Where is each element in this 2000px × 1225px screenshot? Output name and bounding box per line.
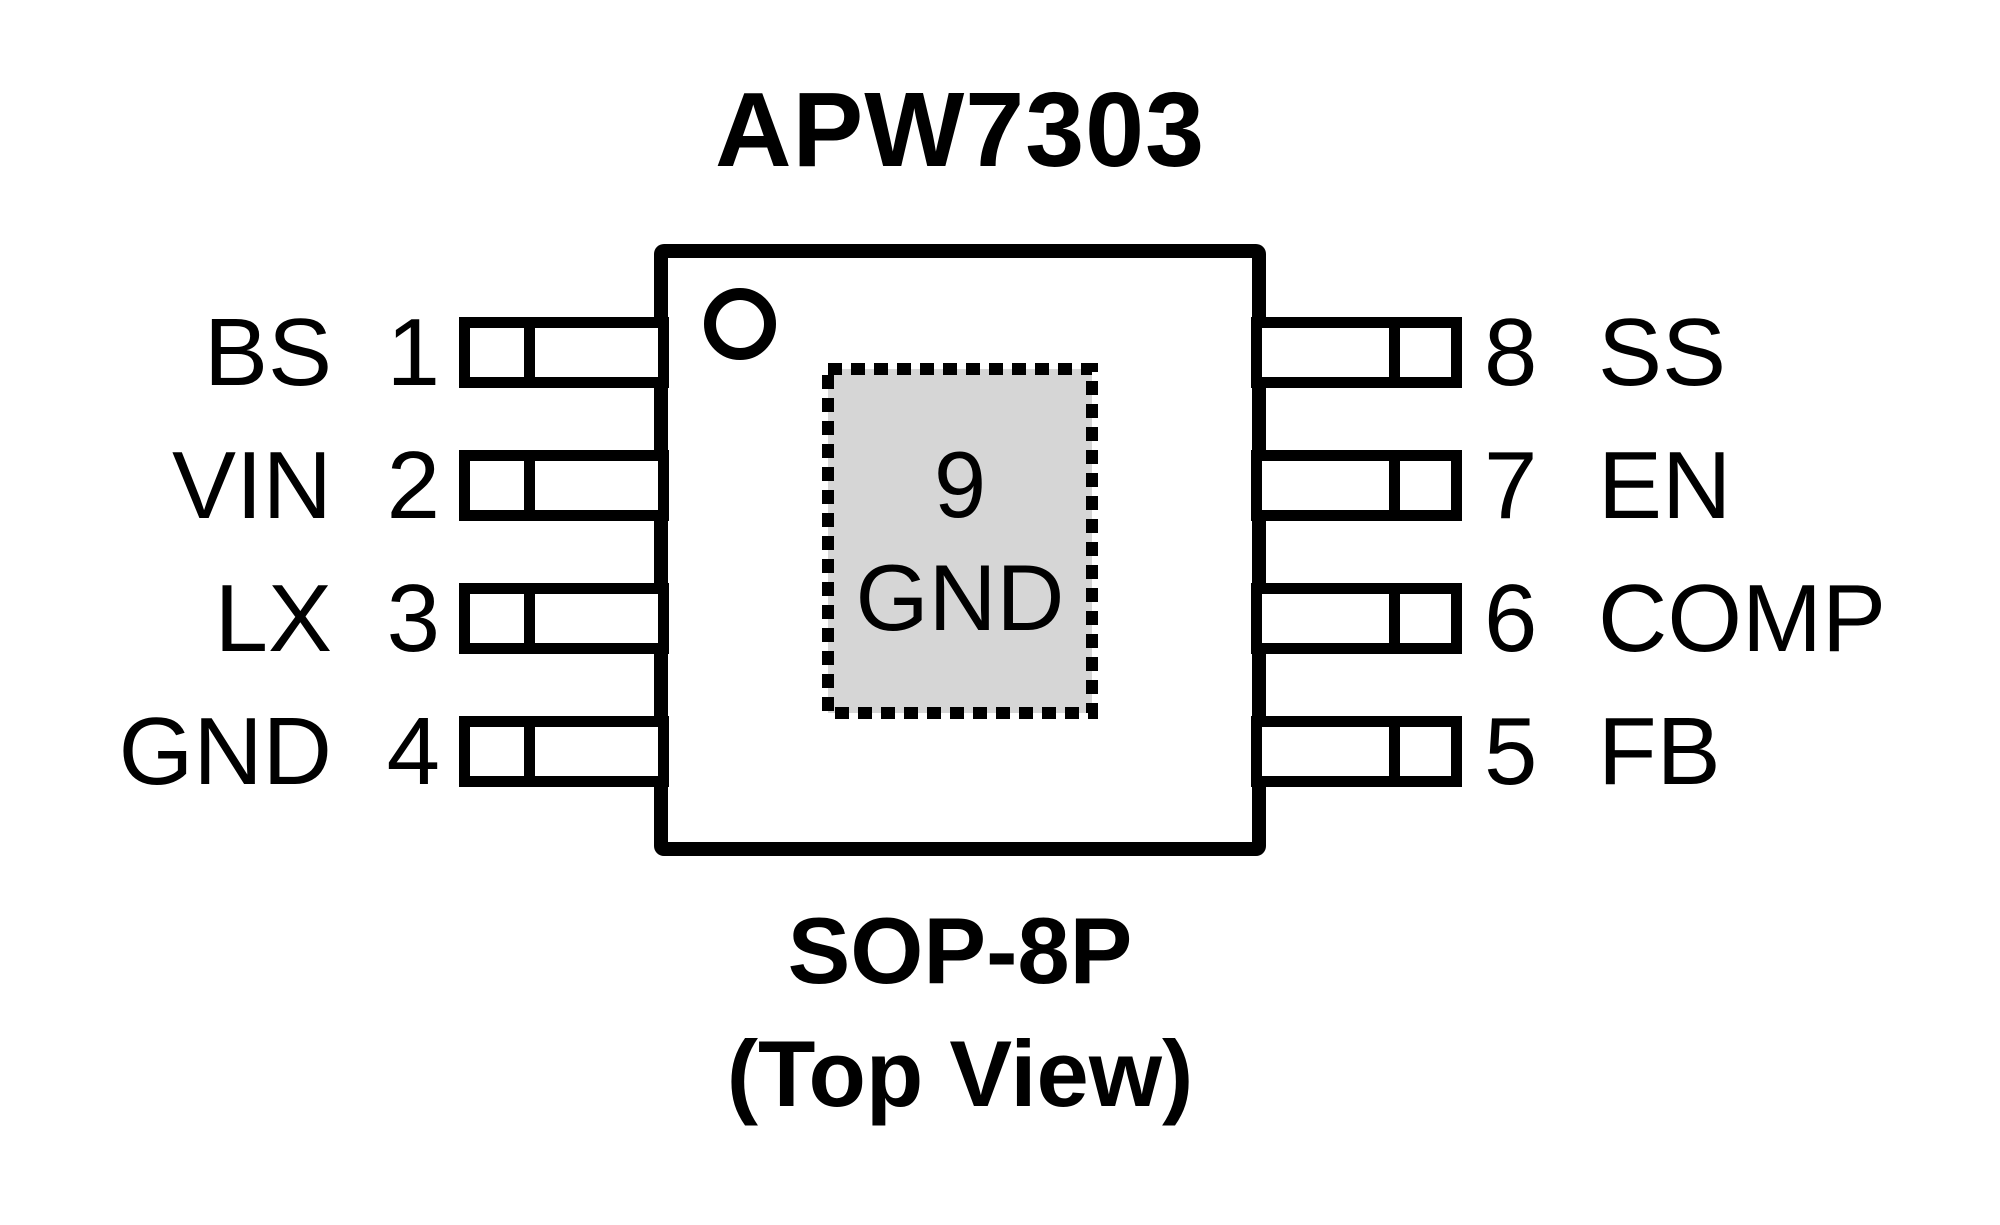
pin-4-number: 4 <box>386 697 440 805</box>
pin-7 <box>1251 450 1462 521</box>
pin-6-number: 6 <box>1484 564 1538 672</box>
pin-6-divider <box>1389 594 1400 643</box>
pin-2-number: 2 <box>386 431 440 539</box>
pin-3 <box>459 583 669 654</box>
package-name: SOP-8P <box>787 898 1133 1003</box>
pin-1-marker-icon <box>704 288 776 360</box>
pin-7-number: 7 <box>1484 431 1538 539</box>
pin-7-label: EN <box>1598 431 1732 539</box>
pin-8-divider <box>1389 328 1400 377</box>
pin-8-number: 8 <box>1484 298 1538 406</box>
thermal-pad-text: 9 GND <box>822 363 1098 719</box>
pin-8 <box>1251 317 1462 388</box>
package-view: (Top View) <box>726 1021 1194 1126</box>
pin-8-label: SS <box>1598 298 1727 406</box>
pin-2 <box>459 450 669 521</box>
thermal-pad <box>822 363 1098 719</box>
pin-5-divider <box>1389 727 1400 776</box>
pin-7-divider <box>1389 461 1400 510</box>
page-title: APW7303 <box>714 71 1206 189</box>
pin-1-divider <box>524 328 535 377</box>
pin-5-number: 5 <box>1484 697 1538 805</box>
pin-4-divider <box>524 727 535 776</box>
pin-3-number: 3 <box>386 564 440 672</box>
pin-1 <box>459 317 669 388</box>
pin-6-label: COMP <box>1598 564 1886 672</box>
pin-4-label: GND <box>118 697 332 805</box>
thermal-pad-number: 9 <box>933 432 987 537</box>
pin-2-label: VIN <box>171 431 332 539</box>
pin-5 <box>1251 716 1462 787</box>
thermal-pad-outline <box>822 363 1098 719</box>
thermal-pad-label: GND <box>855 545 1065 650</box>
pin-1-label: BS <box>203 298 332 406</box>
pin-1-number: 1 <box>386 298 440 406</box>
pin-2-divider <box>524 461 535 510</box>
pin-5-label: FB <box>1598 697 1721 805</box>
pin-4 <box>459 716 669 787</box>
pin-3-label: LX <box>214 564 332 672</box>
pin-3-divider <box>524 594 535 643</box>
pin-6 <box>1251 583 1462 654</box>
package-caption: SOP-8P (Top View) <box>460 889 1460 1135</box>
